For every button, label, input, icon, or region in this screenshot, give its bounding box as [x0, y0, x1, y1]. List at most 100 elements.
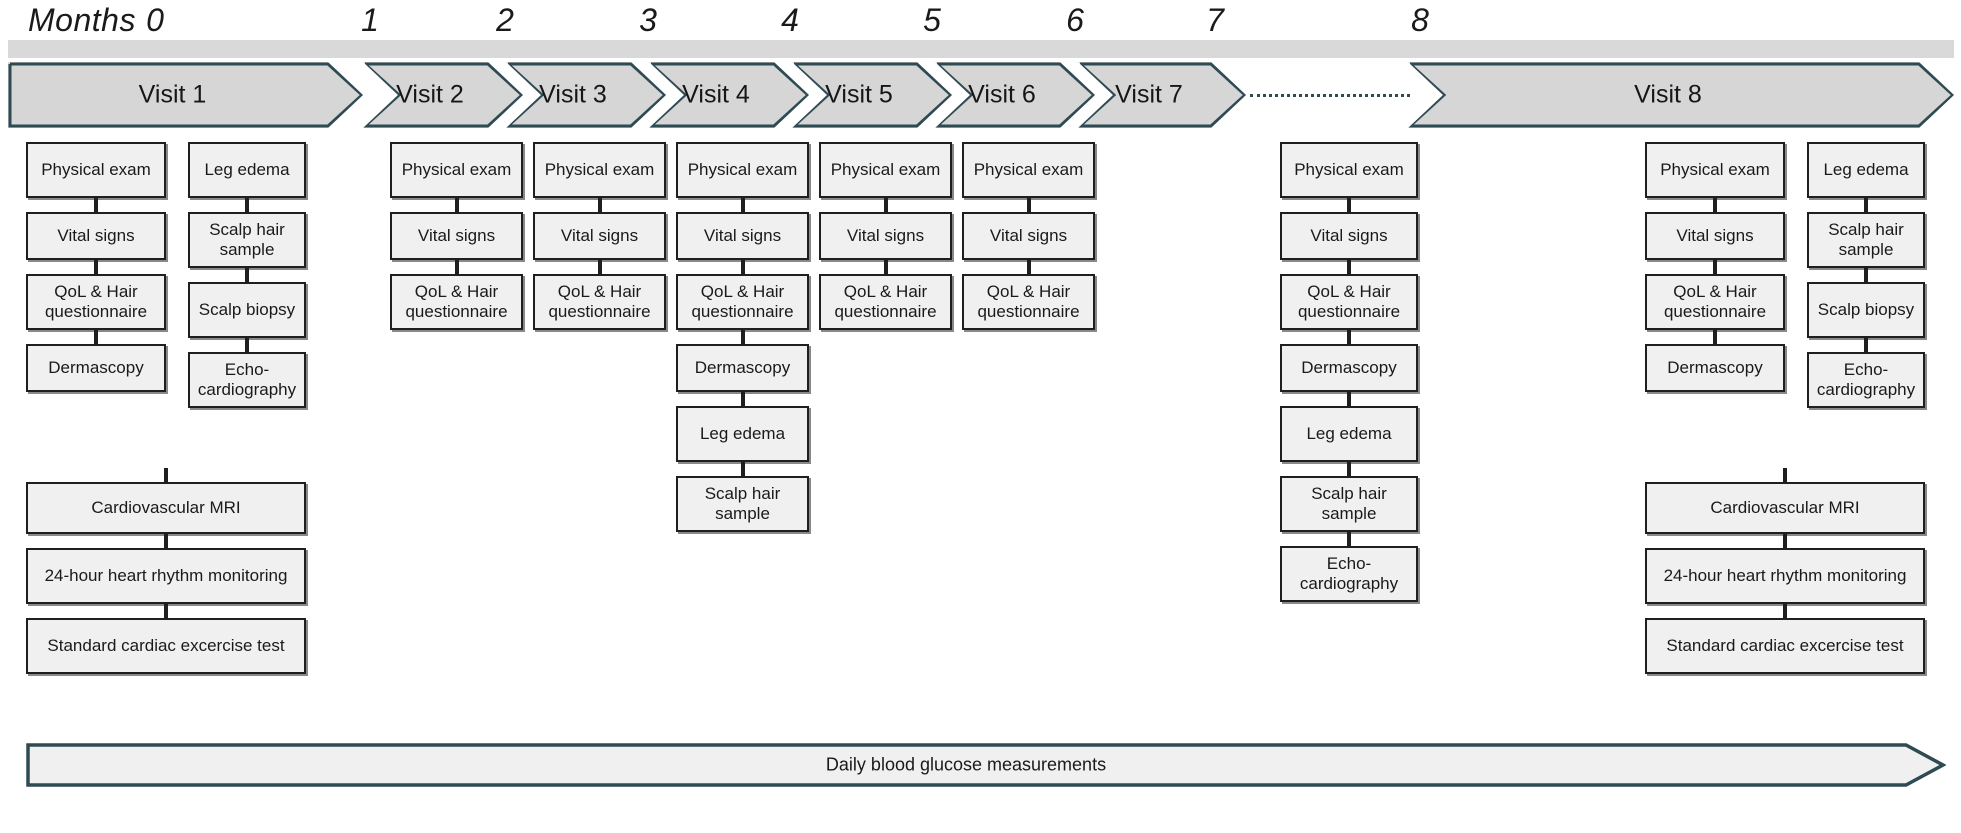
visit-chevron-7[interactable]: Visit 7 [1078, 62, 1246, 128]
assessment-label: Physical exam [1660, 159, 1770, 179]
visit-1-left-column: Physical exam Vital signs QoL & Hair que… [26, 142, 166, 392]
assessment-box[interactable]: QoL & Hair questionnaire [26, 260, 166, 330]
assessment-box[interactable]: QoL & Hair questionnaire [676, 260, 809, 330]
assessment-box[interactable]: Physical exam [390, 142, 523, 198]
months-band [8, 40, 1954, 58]
visit-7-column: Physical exam Vital signs QoL & Hair que… [1280, 142, 1418, 602]
assessment-box[interactable]: Physical exam [26, 142, 166, 198]
assessment-box[interactable]: 24-hour heart rhythm monitoring [26, 534, 306, 604]
assessment-box[interactable]: QoL & Hair questionnaire [819, 260, 952, 330]
visit-chevron-2-label: Visit 2 [396, 80, 464, 109]
months-axis-label: Months [28, 2, 136, 38]
assessment-box[interactable]: Echo-cardiography [1280, 532, 1418, 602]
month-tick-1: 1 [361, 2, 379, 38]
visit-4-column: Physical exam Vital signs QoL & Hair que… [676, 142, 809, 532]
assessment-box[interactable]: Vital signs [26, 198, 166, 260]
visit-8-left-column: Physical exam Vital signs QoL & Hair que… [1645, 142, 1785, 392]
assessment-label: Vital signs [1676, 225, 1754, 245]
assessment-box[interactable]: Physical exam [1280, 142, 1418, 198]
assessment-label: Dermascopy [694, 357, 791, 377]
month-tick-6: 6 [1066, 2, 1084, 38]
assessment-box[interactable]: Vital signs [1280, 198, 1418, 260]
assessment-label: Leg edema [204, 159, 290, 179]
visit-chevron-5-outline [792, 62, 952, 128]
assessment-box[interactable]: Dermascopy [1280, 330, 1418, 392]
visit-chevron-1[interactable]: Visit 1 [8, 62, 363, 128]
assessment-box[interactable]: QoL & Hair questionnaire [390, 260, 523, 330]
assessment-label: Physical exam [41, 159, 151, 179]
assessment-box[interactable]: Scalp biopsy [188, 268, 306, 338]
assessment-box[interactable]: Dermascopy [1645, 330, 1785, 392]
visit-chevron-5-label: Visit 5 [825, 80, 893, 109]
visit-chevron-2[interactable]: Visit 2 [363, 62, 523, 128]
month-tick-7: 7 [1206, 2, 1224, 38]
assessment-box[interactable]: Standard cardiac excercise test [26, 604, 306, 674]
assessment-label: QoL & Hair questionnaire [405, 281, 508, 321]
assessment-box[interactable]: Scalp hair sample [676, 462, 809, 532]
visit-gap-dotted-connector [1250, 94, 1410, 97]
assessment-box[interactable]: Vital signs [390, 198, 523, 260]
assessment-label: Leg edema [699, 423, 786, 443]
assessment-box[interactable]: Physical exam [962, 142, 1095, 198]
assessment-box[interactable]: Echo-cardiography [1807, 338, 1925, 408]
assessment-box[interactable]: Leg edema [676, 392, 809, 462]
assessment-box[interactable]: Echo-cardiography [188, 338, 306, 408]
assessment-box[interactable]: Leg edema [1807, 142, 1925, 198]
assessment-box[interactable]: Dermascopy [26, 330, 166, 392]
visit-chevron-7-label: Visit 7 [1115, 80, 1183, 109]
assessment-box[interactable]: Physical exam [1645, 142, 1785, 198]
assessment-label: QoL & Hair questionnaire [977, 281, 1080, 321]
visit-5-column: Physical exam Vital signs QoL & Hair que… [819, 142, 952, 330]
assessment-box[interactable]: Physical exam [676, 142, 809, 198]
month-tick-5: 5 [923, 2, 941, 38]
assessment-label: Echo-cardiography [1816, 359, 1916, 399]
visit-2-column: Physical exam Vital signs QoL & Hair que… [390, 142, 523, 330]
assessment-box[interactable]: Vital signs [962, 198, 1095, 260]
assessment-label: Cardiovascular MRI [91, 497, 241, 517]
assessment-box[interactable]: Physical exam [819, 142, 952, 198]
assessment-label: Dermascopy [1667, 357, 1763, 377]
assessment-label: QoL & Hair questionnaire [548, 281, 651, 321]
assessment-box[interactable]: 24-hour heart rhythm monitoring [1645, 534, 1925, 604]
assessment-box[interactable]: QoL & Hair questionnaire [1280, 260, 1418, 330]
visit-chevron-5[interactable]: Visit 5 [792, 62, 952, 128]
assessment-box[interactable]: Scalp hair sample [1807, 198, 1925, 268]
month-tick-4: 4 [781, 2, 799, 38]
assessment-box[interactable]: Vital signs [1645, 198, 1785, 260]
assessment-box[interactable]: Leg edema [188, 142, 306, 198]
assessment-box[interactable]: Cardiovascular MRI [1645, 468, 1925, 534]
assessment-box[interactable]: Cardiovascular MRI [26, 468, 306, 534]
assessment-label: Scalp hair sample [1828, 219, 1904, 259]
assessment-box[interactable]: Physical exam [533, 142, 666, 198]
daily-glucose-bar-shape [26, 743, 1946, 787]
visit-chevron-band: Visit 1 Visit 2 Visit 3 Visit 4 [0, 62, 1961, 128]
assessment-label: Cardiovascular MRI [1710, 497, 1860, 517]
assessment-box[interactable]: Scalp hair sample [188, 198, 306, 268]
visit-chevron-4[interactable]: Visit 4 [649, 62, 809, 128]
assessment-box[interactable]: Standard cardiac excercise test [1645, 604, 1925, 674]
assessment-box[interactable]: QoL & Hair questionnaire [533, 260, 666, 330]
visit-chevron-6[interactable]: Visit 6 [935, 62, 1095, 128]
assessment-box[interactable]: Scalp hair sample [1280, 462, 1418, 532]
visit-chevron-8[interactable]: Visit 8 [1408, 62, 1954, 128]
assessment-label: Vital signs [417, 225, 496, 245]
assessment-label: Physical exam [687, 159, 798, 179]
month-tick-2: 2 [496, 2, 514, 38]
assessment-box[interactable]: Vital signs [819, 198, 952, 260]
assessment-box[interactable]: Dermascopy [676, 330, 809, 392]
assessment-box[interactable]: Leg edema [1280, 392, 1418, 462]
visit-chevron-3[interactable]: Visit 3 [506, 62, 666, 128]
assessment-label: Scalp hair sample [704, 483, 781, 523]
assessment-box[interactable]: QoL & Hair questionnaire [962, 260, 1095, 330]
assessment-label: Vital signs [989, 225, 1068, 245]
assessment-box[interactable]: QoL & Hair questionnaire [1645, 260, 1785, 330]
daily-glucose-bar-label: Daily blood glucose measurements [825, 754, 1107, 775]
assessment-box[interactable]: Vital signs [533, 198, 666, 260]
daily-glucose-bar[interactable]: Daily blood glucose measurements [26, 742, 1946, 788]
assessment-label: 24-hour heart rhythm monitoring [1663, 565, 1907, 585]
visit-chevron-7-outline [1078, 62, 1246, 128]
visit-chevron-8-outline [1408, 62, 1954, 128]
assessment-box[interactable]: Vital signs [676, 198, 809, 260]
assessment-box[interactable]: Scalp biopsy [1807, 268, 1925, 338]
assessment-label: Vital signs [1310, 225, 1388, 245]
